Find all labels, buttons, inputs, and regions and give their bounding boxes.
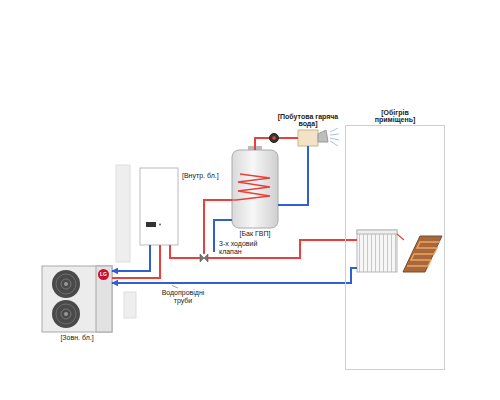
unit-label: [Побутова гаряча вода]: [276, 113, 340, 128]
brand-logo: LG: [98, 269, 109, 280]
water-pipe: [112, 245, 150, 271]
pipe-label: Водопровідні труби: [158, 289, 208, 304]
water-pipe: [170, 245, 200, 258]
outdoor-unit: [42, 266, 112, 332]
wall-panel: [116, 165, 130, 262]
unit-label: 3-х ходовий клапан: [218, 240, 260, 255]
pipe-runs: [112, 146, 404, 283]
shower-fixture: [298, 128, 339, 146]
space-heating-box: [Обігрів приміщень]: [345, 125, 445, 370]
unit-label: [Зовн. бл.]: [59, 334, 94, 342]
tank-box: [Бак ГВП]: [232, 150, 278, 228]
radiator: [357, 230, 397, 272]
unit-label: [Бак ГВП]: [239, 230, 272, 238]
indoor-unit: [140, 168, 178, 245]
unit-label: [Внутр. бл.]: [181, 172, 220, 180]
circulation-pump: [270, 134, 279, 143]
water-pipe: [208, 240, 345, 258]
water-pipe: [112, 282, 345, 284]
hot-water-box: [Побутова гаряча вода]: [298, 130, 318, 146]
valve-box: 3-х ходовий клапан: [200, 254, 208, 262]
leader-line: [172, 286, 178, 289]
indoor-unit-box: [Внутр. бл.]: [140, 168, 178, 245]
underfloor-heating: [403, 236, 442, 272]
dhw-tank: [232, 146, 278, 228]
unit-label: [Обігрів приміщень]: [364, 109, 426, 124]
wall-plate: [124, 292, 136, 318]
three-way-valve: [200, 254, 208, 262]
